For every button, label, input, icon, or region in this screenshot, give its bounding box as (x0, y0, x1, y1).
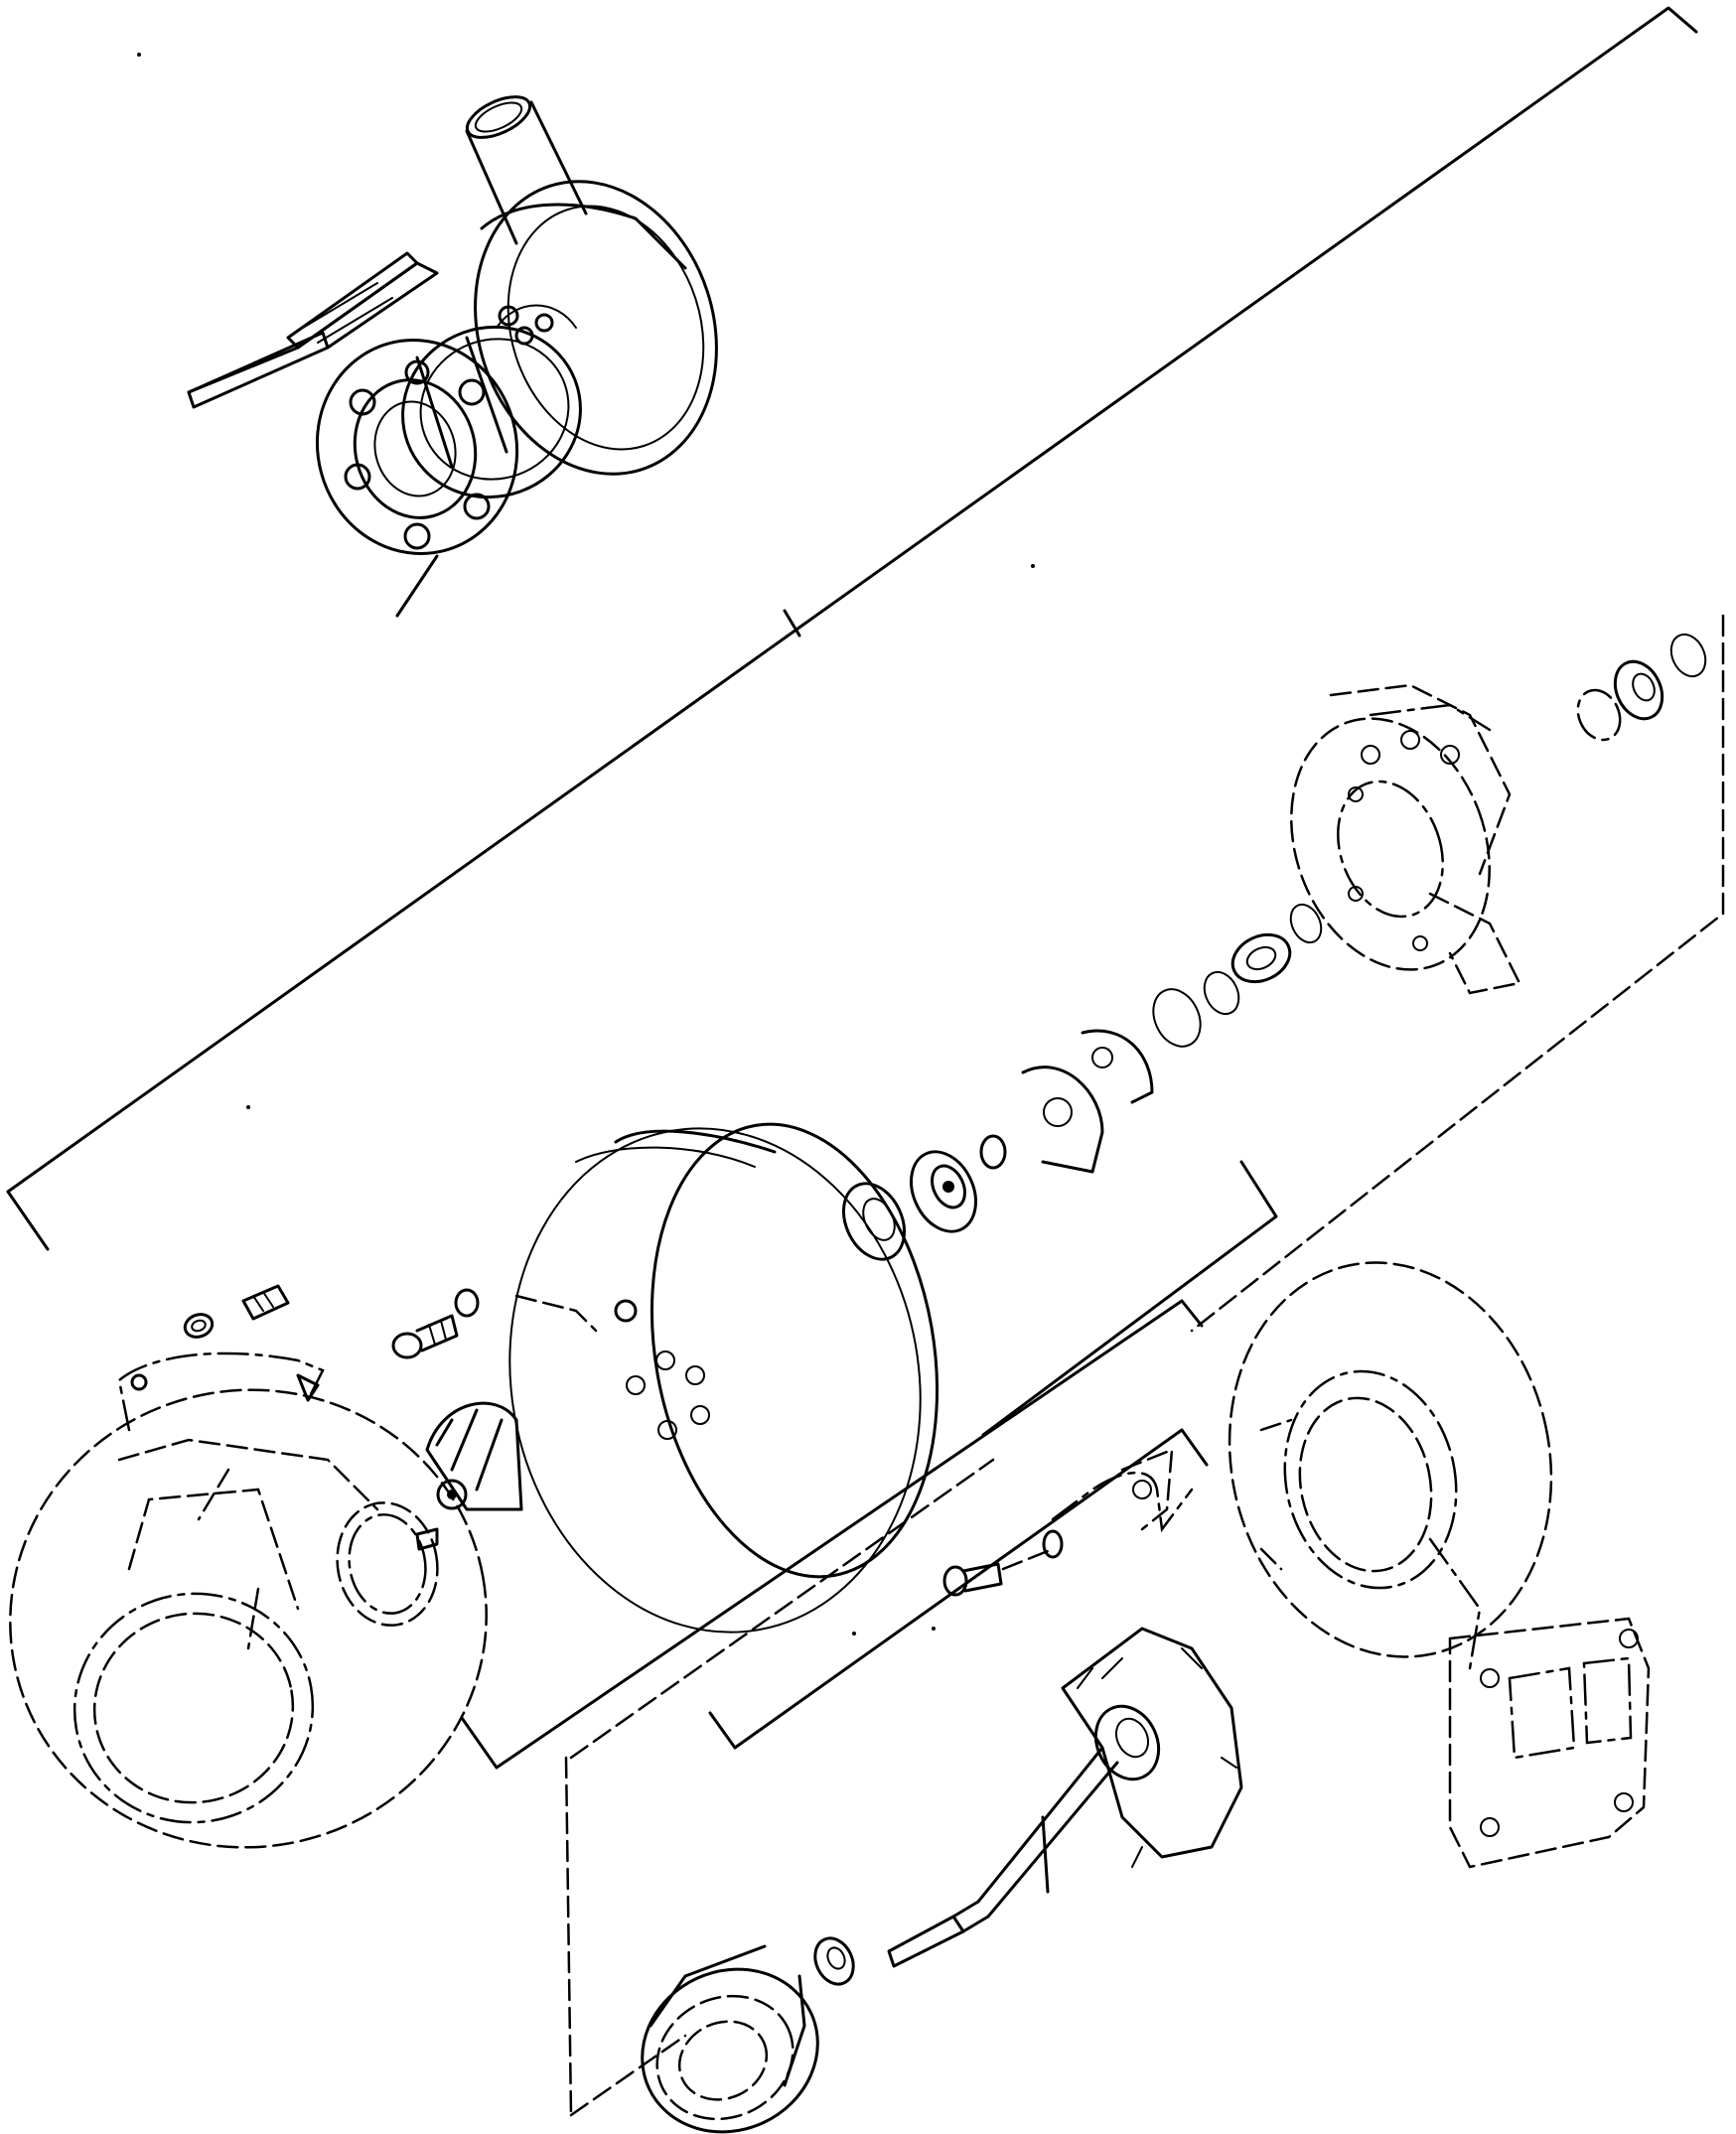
turbine-housing (1228, 1261, 1553, 1670)
compressor-wheel-nut (391, 1288, 480, 1359)
retaining-ring-2 (1203, 970, 1240, 1016)
group-bracket-upper (6, 6, 1698, 1251)
group-bracket-right (981, 614, 1725, 1437)
thrust-washer (1081, 1029, 1154, 1104)
shaft-lock-nut (813, 1936, 855, 1986)
compressor-housing-assembled (474, 180, 718, 476)
compressor-backplate (508, 1122, 940, 1634)
turbocharger-assembly (187, 95, 718, 618)
piston-ring-seal (1576, 688, 1622, 742)
compressor-clamp-ring (117, 1352, 325, 1432)
leader-line-assembly (395, 554, 439, 618)
retaining-ring-1 (1152, 988, 1202, 1048)
turbine-clamp-bolt (942, 1529, 1064, 1597)
group-bracket-lower (460, 1299, 1209, 2117)
journal-bearing (1230, 932, 1292, 984)
turbine-inlet-flange (187, 251, 439, 409)
retaining-ring-3 (1289, 903, 1323, 944)
leader-line-shaft (1041, 1815, 1050, 1894)
compressor-housing (9, 1388, 488, 1849)
scan-speck (137, 53, 1035, 1636)
turbine-heat-shield (641, 1944, 819, 2134)
center-housing (1290, 683, 1521, 995)
turbine-housing-assembled (315, 339, 519, 555)
turbine-clamp-bracket (1051, 1448, 1194, 1533)
clamp-bolt (241, 1284, 290, 1321)
seal-bushing (1613, 659, 1664, 721)
compressor-outlet-pipe (465, 95, 588, 245)
clamp-nut (183, 1313, 215, 1339)
compressor-wheel (415, 1401, 523, 1551)
turbine-wheel-shaft (887, 1627, 1243, 1968)
end-snap-ring (1669, 633, 1707, 678)
spacer-ring (979, 1134, 1007, 1170)
center-housing-assembled (401, 325, 582, 499)
thrust-bearing (1021, 1066, 1104, 1174)
thrust-collar (842, 1182, 906, 1261)
turbine-inlet-flange-plate (1448, 1617, 1651, 1869)
oil-slinger (910, 1150, 977, 1233)
